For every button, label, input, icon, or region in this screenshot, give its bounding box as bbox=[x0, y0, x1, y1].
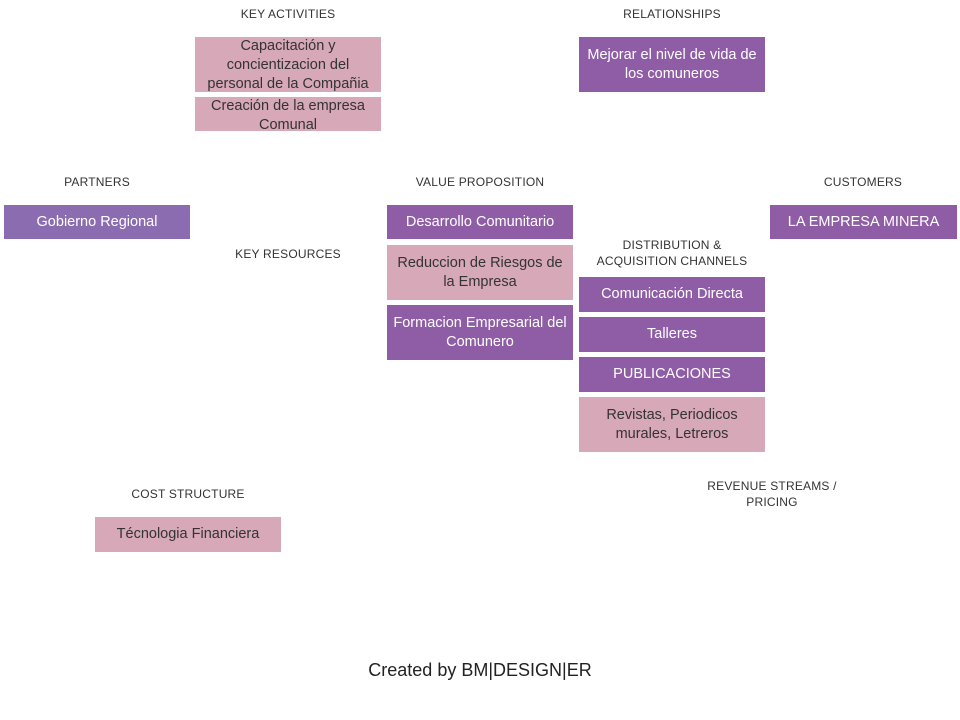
channel-card: Talleres bbox=[579, 317, 765, 352]
key-activity-card: Capacitación y concientizacion del perso… bbox=[195, 37, 381, 92]
cost-structure-header: COST STRUCTURE bbox=[131, 487, 245, 501]
key-activity-card: Creación de la empresa Comunal bbox=[195, 97, 381, 131]
cost-structure-card: Técnologia Financiera bbox=[95, 517, 281, 552]
distribution-header-line-1: DISTRIBUTION & bbox=[622, 238, 722, 252]
relationship-card: Mejorar el nivel de vida de los comunero… bbox=[579, 37, 765, 92]
channel-card: PUBLICACIONES bbox=[579, 357, 765, 392]
value-proposition-header: VALUE PROPOSITION bbox=[415, 175, 545, 189]
partners-header: PARTNERS bbox=[64, 175, 130, 189]
customer-card: LA EMPRESA MINERA bbox=[770, 205, 957, 239]
distribution-header: DISTRIBUTION & ACQUISITION CHANNELS bbox=[565, 237, 779, 269]
partner-card: Gobierno Regional bbox=[4, 205, 190, 239]
channel-card: Comunicación Directa bbox=[579, 277, 765, 312]
distribution-header-line-2: ACQUISITION CHANNELS bbox=[596, 254, 748, 268]
value-proposition-card: Reduccion de Riesgos de la Empresa bbox=[387, 245, 573, 300]
revenue-streams-header-line-1: REVENUE STREAMS / bbox=[707, 479, 837, 493]
footer-credit: Created by BM|DESIGN|ER bbox=[368, 660, 592, 680]
relationships-header: RELATIONSHIPS bbox=[623, 7, 721, 21]
customers-header: CUSTOMERS bbox=[823, 175, 903, 189]
value-proposition-card: Formacion Empresarial del Comunero bbox=[387, 305, 573, 360]
revenue-streams-header: REVENUE STREAMS / PRICING bbox=[672, 478, 872, 510]
channel-card: Revistas, Periodicos murales, Letreros bbox=[579, 397, 765, 452]
key-resources-header: KEY RESOURCES bbox=[235, 247, 341, 261]
key-activities-header: KEY ACTIVITIES bbox=[240, 7, 336, 21]
revenue-streams-header-line-2: PRICING bbox=[746, 495, 798, 509]
value-proposition-card: Desarrollo Comunitario bbox=[387, 205, 573, 239]
